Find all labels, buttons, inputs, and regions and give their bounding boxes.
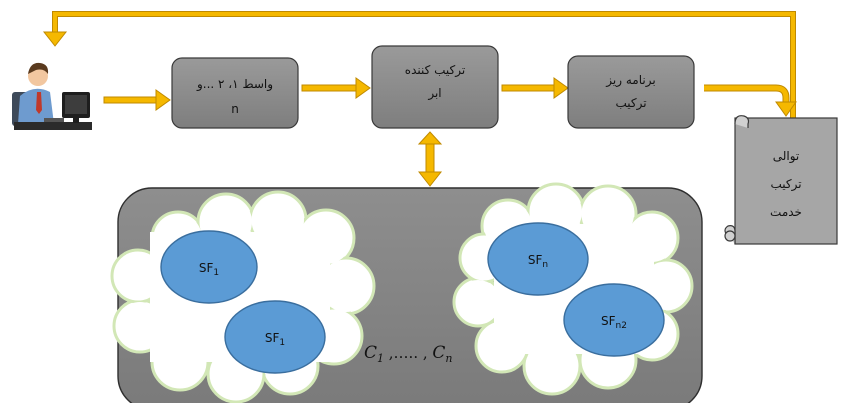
cloud-composer-box: ترکیب کننده ابر [371, 45, 499, 129]
planner-box-line1: برنامه ریز [605, 73, 655, 88]
svg-text:SF1: SF1 [265, 331, 285, 348]
svg-text:SFn2: SFn2 [601, 314, 627, 331]
sf-left-top-sub: 1 [213, 268, 219, 278]
arrow-user-to-interface [103, 89, 171, 111]
svg-text:SFn: SFn [528, 253, 548, 270]
scroll-line2: ترکیب [770, 177, 801, 192]
sf-node-right-top: SFn [487, 222, 589, 296]
svg-text:SF1: SF1 [199, 261, 219, 278]
arrow-interface-to-composer [301, 77, 371, 99]
composer-box-line2: ابر [427, 86, 441, 101]
sf-left-bottom-base: SF [265, 331, 280, 345]
interface-box: واسط ۱، ۲ ...و n [171, 57, 299, 129]
cloud-range-formula: C1 ,….. , Cn [364, 343, 453, 365]
arrow-planner-to-scroll [704, 84, 797, 117]
feedback-loop-arrow [42, 11, 796, 128]
sf-left-top-base: SF [199, 261, 214, 275]
interface-box-line2: n [231, 102, 239, 116]
formula-subn: n [445, 352, 452, 365]
double-arrow-composer-pool [417, 131, 443, 187]
scroll-line1: توالی [773, 149, 800, 164]
formula-sub1: 1 [377, 352, 384, 365]
composition-planner-box: برنامه ریز ترکیب [567, 55, 695, 129]
service-sequence-scroll: توالی ترکیب خدمت [724, 115, 838, 245]
sf-node-left-bottom: SF1 [224, 300, 326, 374]
formula-c1: C [364, 343, 377, 363]
interface-box-line1: واسط ۱، ۲ ...و [196, 77, 273, 92]
user-at-computer-icon [12, 62, 92, 130]
formula-cn: C [432, 343, 445, 363]
scroll-line3: خدمت [770, 205, 802, 219]
sf-node-left-top: SF1 [160, 230, 258, 304]
composer-box-line1: ترکیب کننده [405, 63, 465, 78]
svg-text:C1 ,….. , Cn: C1 ,….. , Cn [364, 343, 453, 365]
sf-right-top-base: SF [528, 253, 543, 267]
arrow-composer-to-planner [501, 77, 569, 99]
planner-box-line2: ترکیب [615, 96, 646, 111]
sf-right-bottom-base: SF [601, 314, 616, 328]
sf-right-top-sub: n [542, 260, 548, 270]
sf-node-right-bottom: SFn2 [563, 283, 665, 357]
formula-dots: ,….. , [384, 344, 432, 362]
sf-left-bottom-sub: 1 [279, 338, 285, 348]
sf-right-bottom-sub: n2 [616, 321, 627, 331]
